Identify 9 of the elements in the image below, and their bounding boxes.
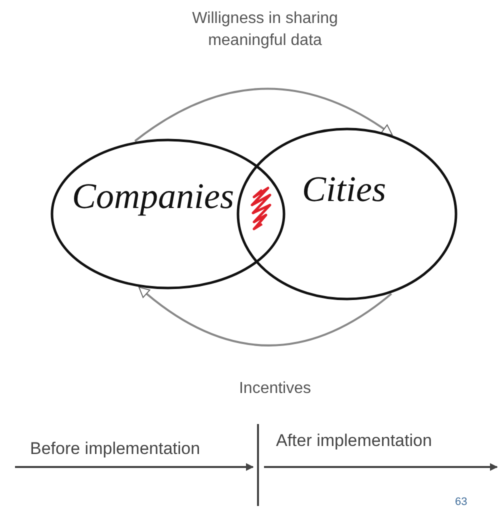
timeline-label: After implementation [276,430,432,452]
handwritten-label: Cities [302,171,386,207]
edge-label: Willigness in sharing meaningful data [191,9,339,51]
curved-arrow [138,286,392,346]
edge-label: Incentives [238,379,312,399]
handwritten-label: Companies [72,178,234,214]
curved-arrow [134,88,393,142]
page-number: 63 [455,495,468,509]
timeline-label: Before implementation [30,438,200,460]
